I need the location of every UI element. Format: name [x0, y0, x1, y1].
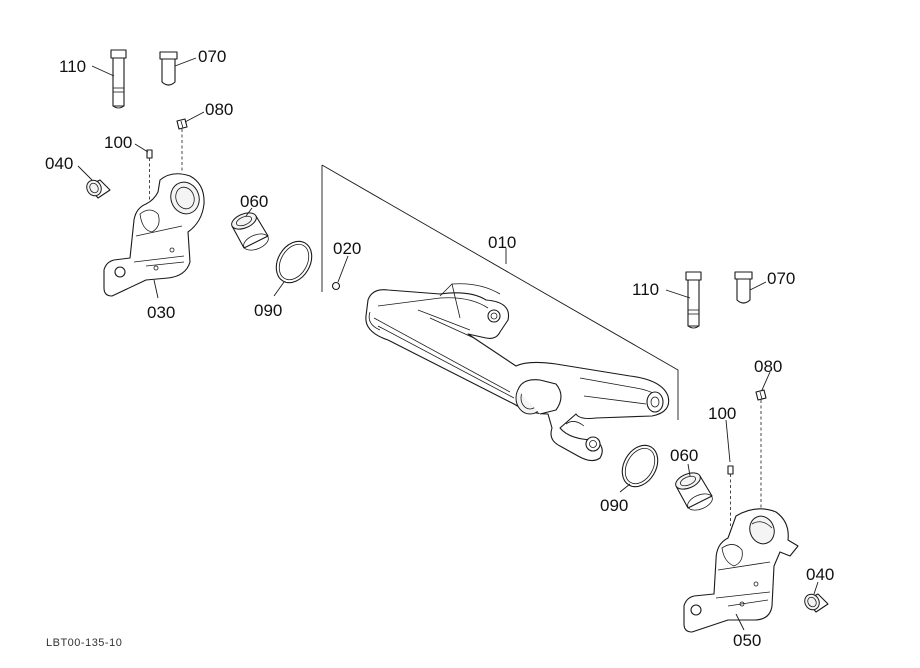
leader-040-top — [77, 165, 93, 181]
bushing-040-bottom — [804, 593, 829, 613]
bushing-060-top — [231, 212, 269, 251]
grease-fitting-020 — [331, 281, 341, 291]
swing-arm-010 — [365, 283, 670, 462]
callout-080-top: 080 — [205, 100, 233, 119]
o-ring-090-top — [275, 240, 313, 284]
callout-070-top: 070 — [198, 47, 226, 66]
leader-070-top — [174, 57, 197, 67]
leader-070-bottom — [749, 281, 767, 291]
leader-050 — [735, 613, 745, 631]
callout-040-bottom: 040 — [806, 565, 834, 584]
o-ring-090-bottom — [621, 444, 659, 488]
callout-080-bottom: 080 — [754, 357, 782, 376]
bushing-060-bottom — [675, 472, 713, 511]
grease-fitting-100-top — [146, 149, 153, 159]
leader-060-bottom — [687, 463, 691, 477]
bracket-line-010 — [321, 164, 679, 420]
leader-020 — [337, 255, 349, 283]
bracket-050 — [683, 508, 799, 633]
grease-fitting-100-bottom — [727, 465, 734, 475]
leader-090-top — [273, 281, 285, 297]
callout-040-top: 040 — [45, 154, 73, 173]
callout-020: 020 — [333, 239, 361, 258]
callout-060-top: 060 — [240, 192, 268, 211]
callout-070-bottom: 070 — [767, 269, 795, 288]
bolt-110-bottom — [685, 271, 702, 329]
leader-040-bottom — [813, 581, 819, 595]
leader-100-top — [134, 143, 149, 153]
leader-060-top — [245, 207, 253, 217]
leader-100-bottom — [725, 419, 731, 463]
pin-070-bottom — [734, 271, 753, 304]
bushing-040-top — [86, 179, 111, 199]
leader-090-bottom — [619, 483, 631, 493]
pin-070-top — [159, 51, 178, 86]
callout-100-bottom: 100 — [708, 404, 736, 423]
leader-110-bottom — [665, 289, 691, 299]
callout-030: 030 — [147, 303, 175, 322]
callout-110-bottom: 110 — [632, 280, 659, 299]
bracket-030 — [103, 173, 205, 297]
callout-050: 050 — [733, 631, 761, 650]
callout-090-bottom: 090 — [600, 496, 628, 515]
leader-110-top — [91, 65, 115, 77]
callout-060-bottom: 060 — [670, 446, 698, 465]
callout-090-top: 090 — [254, 301, 282, 320]
reference-code: LBT00-135-10 — [46, 637, 122, 649]
bolt-110-top — [110, 49, 127, 109]
leader-080-top — [184, 111, 205, 123]
leader-030 — [153, 279, 159, 299]
callout-110-top: 110 — [59, 57, 86, 76]
callout-010: 010 — [488, 233, 516, 252]
grease-fitting-080-top — [176, 118, 188, 130]
leader-080-bottom — [761, 371, 771, 391]
grease-fitting-080-bottom — [755, 389, 767, 401]
callout-100-top: 100 — [104, 133, 132, 152]
